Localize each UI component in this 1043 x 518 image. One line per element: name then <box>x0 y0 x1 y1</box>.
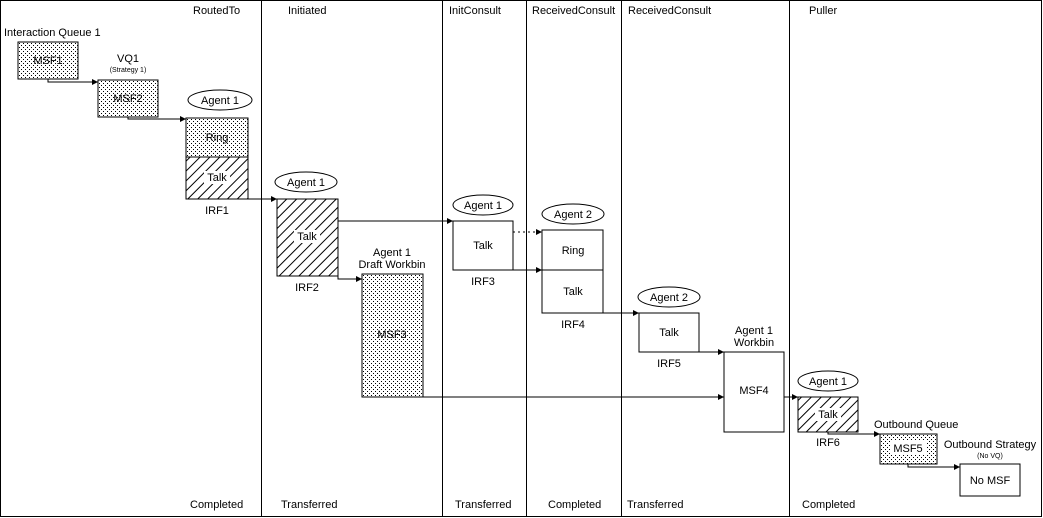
draft-workbin-label-2: Draft Workbin <box>358 259 425 271</box>
talk-label-bg-2 <box>294 230 320 243</box>
no-msf-box <box>959 463 1021 497</box>
column-header-receivedconsult-1: ReceivedConsult <box>532 5 615 17</box>
ring-box-2 <box>541 229 604 271</box>
column-header-receivedconsult-2: ReceivedConsult <box>628 5 711 17</box>
column-footer-completed-2: Completed <box>548 499 601 511</box>
arrow-msf1-msf2 <box>47 79 98 85</box>
agent2-oval-1 <box>541 203 605 225</box>
column-footer-transferred-2: Transferred <box>455 499 511 511</box>
column-footer-transferred-3: Transferred <box>627 499 683 511</box>
msf3-label: MSF3 <box>377 329 406 341</box>
agent2-label-1: Agent 2 <box>554 209 592 221</box>
talk-box-3 <box>452 220 514 271</box>
arrow-talk6-msf5 <box>827 431 880 437</box>
ring-label-1: Ring <box>206 132 229 144</box>
agent1-label-4: Agent 1 <box>809 376 847 388</box>
no-vq-label: (No VQ) <box>977 453 1003 460</box>
msf4-label: MSF4 <box>739 385 768 397</box>
workbin-label-1: Agent 1 <box>735 325 773 337</box>
talk-box-5 <box>638 312 700 353</box>
column-footer-completed-3: Completed <box>802 499 855 511</box>
agent1-label-1: Agent 1 <box>201 95 239 107</box>
outbound-strategy-label: Outbound Strategy <box>944 439 1037 451</box>
agent2-oval-2 <box>637 286 701 308</box>
talk-label-bg-6 <box>815 408 841 421</box>
column-dividers <box>261 1 790 517</box>
column-header-initconsult: InitConsult <box>449 5 501 17</box>
agent1-oval-3 <box>452 194 514 216</box>
ring-box-1 <box>185 117 249 158</box>
irf4-label: IRF4 <box>561 319 585 331</box>
agent2-label-2: Agent 2 <box>650 292 688 304</box>
arrow-msf2-ring <box>127 116 186 122</box>
column-header-initiated: Initiated <box>288 5 327 17</box>
column-footer-transferred-1: Transferred <box>281 499 337 511</box>
draft-workbin-label-1: Agent 1 <box>373 247 411 259</box>
arrow-talk2-msf3 <box>337 276 362 282</box>
column-header-puller: Puller <box>809 5 837 17</box>
outbound-queue-label: Outbound Queue <box>874 419 958 431</box>
workbin-label-2: Workbin <box>734 337 774 349</box>
no-msf-label: No MSF <box>970 475 1011 487</box>
irf1-label: IRF1 <box>205 205 229 217</box>
talk-label-4: Talk <box>563 286 583 298</box>
talk-label-6: Talk <box>818 409 838 421</box>
msf1-box <box>17 41 79 80</box>
agent1-label-2: Agent 1 <box>287 177 325 189</box>
irf3-label: IRF3 <box>471 276 495 288</box>
talk-label-bg-1 <box>204 171 230 184</box>
msf1-label: MSF1 <box>33 55 62 67</box>
agent1-label-3: Agent 1 <box>464 200 502 212</box>
msf5-label-bg <box>890 441 926 454</box>
ring-label-2: Ring <box>562 245 585 257</box>
arrow-msf5-nomsf <box>907 464 960 470</box>
vq1-label: VQ1 <box>117 53 139 65</box>
agent1-oval-4 <box>797 370 859 392</box>
irf6-label: IRF6 <box>816 437 840 449</box>
irf2-label: IRF2 <box>295 282 319 294</box>
column-footer-completed-1: Completed <box>190 499 243 511</box>
msf3-box <box>361 273 424 398</box>
msf2-box <box>97 79 159 118</box>
msf5-label: MSF5 <box>893 443 922 455</box>
msf2-label: MSF2 <box>113 93 142 105</box>
msf4-box <box>723 351 785 433</box>
agent1-oval-1 <box>187 89 253 111</box>
vq1-strategy-label: (Strategy 1) <box>110 67 147 74</box>
talk-label-2: Talk <box>297 231 317 243</box>
interaction-queue-label: Interaction Queue 1 <box>4 27 101 39</box>
talk-box-4 <box>541 269 604 314</box>
column-header-routedto: RoutedTo <box>193 5 240 17</box>
irf5-label: IRF5 <box>657 358 681 370</box>
agent1-oval-2 <box>274 171 338 193</box>
talk-label-5: Talk <box>659 327 679 339</box>
talk-label-3: Talk <box>473 240 493 252</box>
talk-label-1: Talk <box>207 172 227 184</box>
